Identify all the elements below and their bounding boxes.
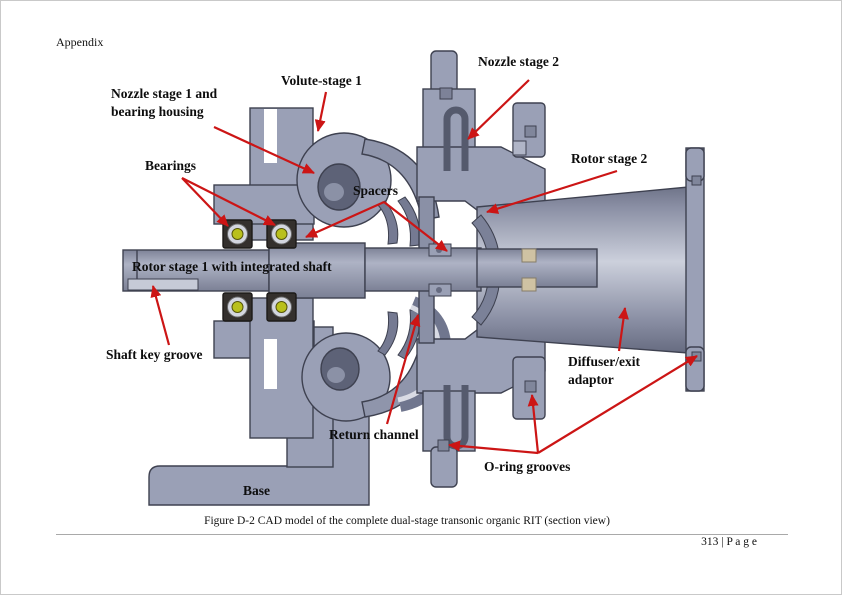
shaft-hub (268, 242, 366, 299)
arrow-o-ring (448, 440, 539, 455)
spacer-tan (521, 248, 537, 263)
volute-bottom-highlight (327, 367, 345, 383)
arrow-volute-stage-1 (314, 91, 328, 132)
bearing (266, 292, 297, 322)
arrow-diffuser (617, 307, 629, 352)
label-shaft-key-groove: Shaft key groove (106, 347, 203, 362)
annotation-arrows (150, 79, 698, 455)
label-volute-stage-1: Volute-stage 1 (281, 73, 362, 88)
label-rotor-stage-1: Rotor stage 1 with integrated shaft (132, 259, 332, 274)
spacer-detail (436, 247, 442, 253)
arrow-return-channel (385, 314, 421, 425)
bottom-flange-tab (430, 446, 458, 488)
arrow-nozzle-stage-1 (213, 126, 315, 174)
bearing (266, 219, 297, 249)
spacer-tan (521, 277, 537, 292)
appendix-heading: Appendix (56, 35, 104, 49)
label-nozzle-stage-1: Nozzle stage 1 and bearing housing (111, 86, 218, 120)
spacer-detail (436, 287, 442, 293)
o-ring-groove-part (524, 380, 537, 393)
key-groove-part (127, 278, 199, 291)
arrow-nozzle-stage-2 (467, 79, 530, 140)
label-bearings: Bearings (145, 158, 197, 173)
rotor1-blade (377, 200, 399, 245)
bearing (222, 219, 253, 249)
top-flange-tab (430, 50, 458, 94)
arrow-spacers (383, 201, 448, 252)
arrow-o-ring (537, 355, 698, 454)
page-number: 313 | P a g e (701, 536, 757, 548)
cad-model (122, 50, 705, 506)
rotor1-blade (377, 311, 399, 356)
label-nozzle-stage-2: Nozzle stage 2 (478, 54, 559, 69)
figure-caption: Figure D-2 CAD model of the complete dua… (204, 515, 610, 527)
label-return-channel: Return channel (329, 427, 419, 442)
label-rotor-stage-2: Rotor stage 2 (571, 151, 648, 166)
arrow-shaft-key-groove (150, 285, 171, 346)
arrow-spacers (305, 200, 385, 239)
plate-slot-upper (264, 109, 277, 163)
arrow-o-ring (527, 394, 540, 454)
label-diffuser-exit-adaptor: Diffuser/exit adaptor (568, 354, 640, 388)
arrow-rotor-stage-2 (486, 169, 618, 214)
arrow-bearings (181, 177, 229, 227)
volute-top-highlight (324, 183, 344, 201)
shaft-mid (364, 247, 482, 292)
upper-right-tab-step (512, 140, 527, 156)
o-ring-groove-part (691, 175, 702, 186)
nozzle2-passage (443, 106, 469, 171)
footer-rule (56, 534, 788, 535)
label-o-ring-grooves: O-ring grooves (484, 459, 571, 474)
arrow-bearings (181, 177, 276, 226)
o-ring-groove-part (437, 439, 450, 452)
plate-slot-lower (264, 339, 277, 389)
label-spacers: Spacers (353, 183, 398, 198)
o-ring-groove-part (524, 125, 537, 138)
label-base: Base (243, 483, 270, 498)
bearing (222, 292, 253, 322)
top-column-notch (439, 87, 453, 100)
shaft-right (476, 248, 598, 288)
